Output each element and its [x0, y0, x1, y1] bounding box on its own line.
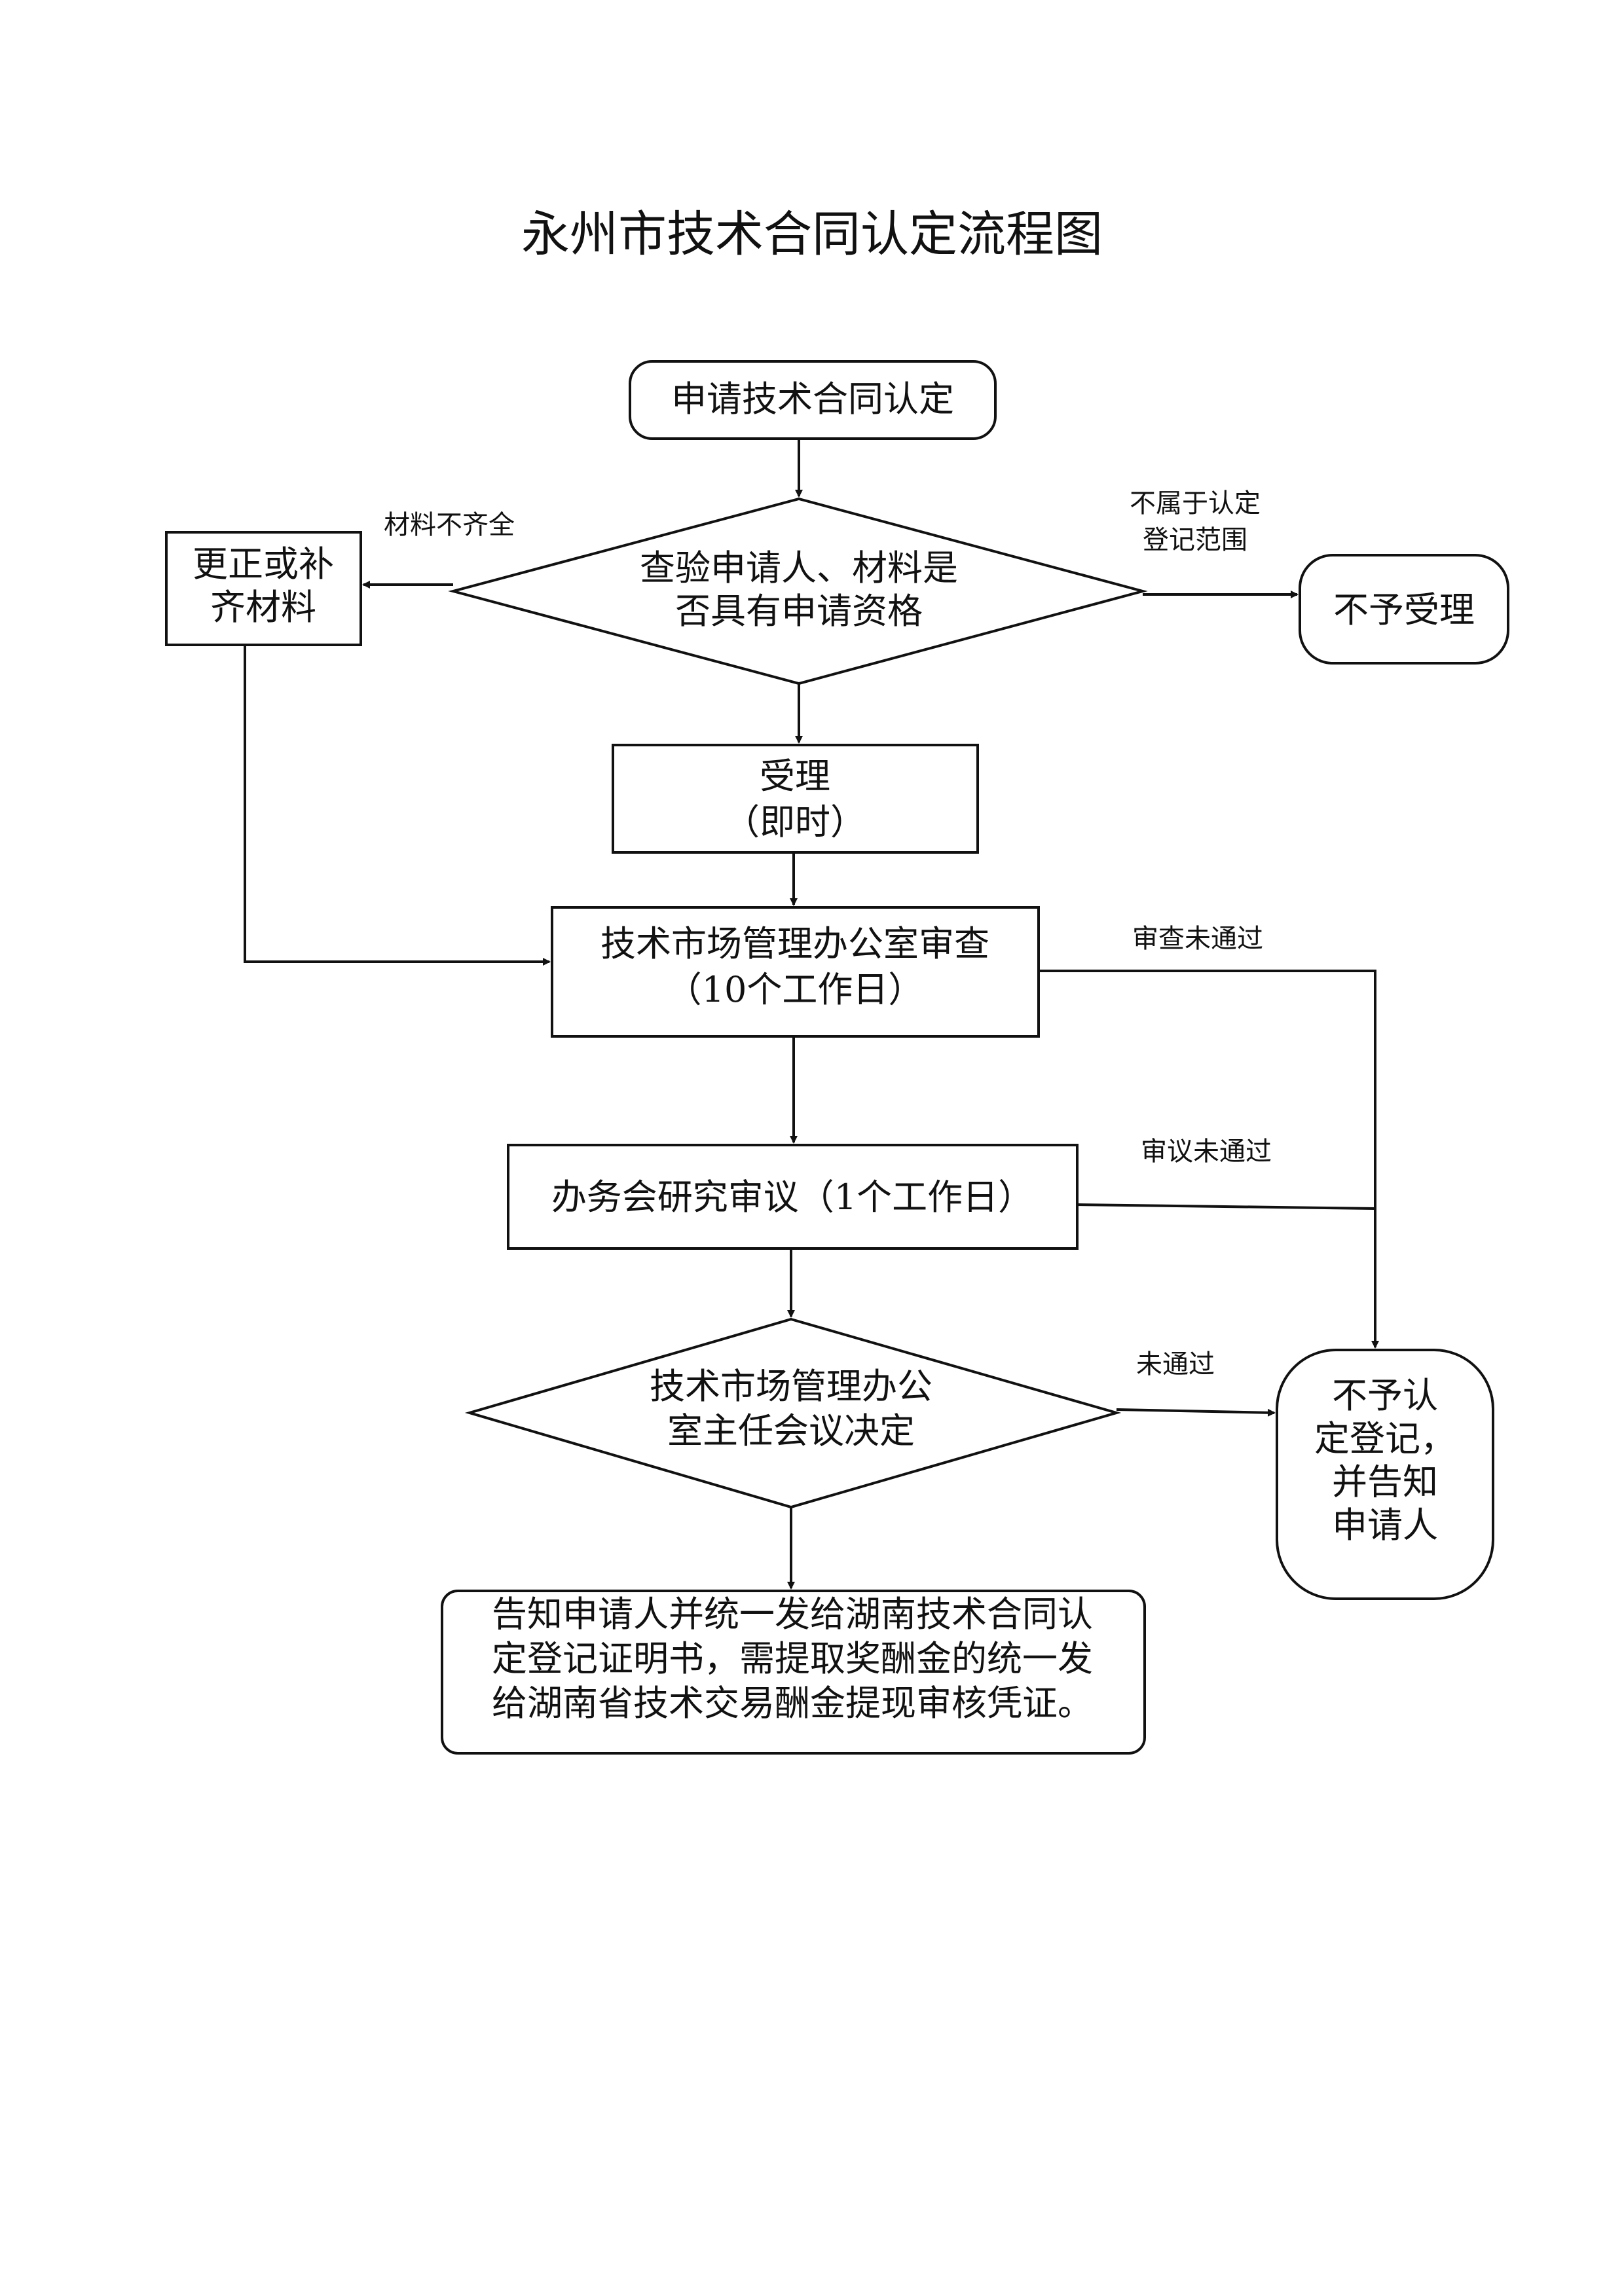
- node-reject-accept-line: 不予受理: [1333, 589, 1475, 630]
- node-check-line: 否具有申请资格: [675, 591, 923, 632]
- svg-text:技术市场管理办公室主任会议决定: 技术市场管理办公室主任会议决定: [650, 1366, 932, 1451]
- edge-label-line: 登记范围: [1143, 525, 1247, 555]
- node-review-line: （10个工作日）: [667, 969, 924, 1010]
- svg-text:未通过: 未通过: [1136, 1349, 1215, 1379]
- edge-label-line: 材料不齐全: [384, 510, 515, 540]
- edge-label-line: 不属于认定: [1130, 488, 1261, 519]
- edge-director-reject: [1116, 1408, 1276, 1417]
- svg-text:不属于认定登记范围: 不属于认定登记范围: [1130, 488, 1261, 555]
- node-reject-register-line: 申请人: [1332, 1504, 1438, 1546]
- edge-label-not-passed: 未通过: [1136, 1349, 1215, 1379]
- svg-text:材料不齐全: 材料不齐全: [384, 510, 515, 540]
- edge-label-meeting-failed: 审议未通过: [1141, 1137, 1272, 1167]
- node-reject-register-shape: [1276, 1349, 1494, 1600]
- node-supplement: 更正或补齐材料: [193, 543, 334, 628]
- svg-text:审查未通过: 审查未通过: [1132, 924, 1263, 954]
- node-reject-register: 不予认定登记，并告知申请人: [1314, 1375, 1456, 1546]
- node-director-line: 技术市场管理办公: [650, 1366, 932, 1407]
- node-accept-line: 受理: [760, 756, 830, 797]
- node-review-line: 技术市场管理办公室审查: [600, 923, 989, 964]
- svg-text:告知申请人并统一发给湖南技术合同认定登记证明书，需提取奖酬金: 告知申请人并统一发给湖南技术合同认定登记证明书，需提取奖酬金的统一发给湖南省技术…: [492, 1594, 1093, 1724]
- node-accept-shape: [612, 744, 979, 854]
- edge-label-line: 未通过: [1136, 1349, 1215, 1379]
- node-check: 查验申请人、材料是否具有申请资格: [640, 547, 958, 632]
- svg-text:查验申请人、材料是否具有申请资格: 查验申请人、材料是否具有申请资格: [640, 547, 958, 632]
- node-notify-line: 定登记证明书，需提取奖酬金的统一发: [492, 1638, 1093, 1679]
- edge-label-incomplete: 材料不齐全: [384, 510, 515, 540]
- edge-label-line: 审议未通过: [1141, 1137, 1272, 1167]
- node-meeting-shape: [507, 1144, 1079, 1250]
- node-review: 技术市场管理办公室审查 （10个工作日）: [600, 923, 989, 1010]
- svg-text:技术市场管理办公室审查（10个工作日）: 技术市场管理办公室审查 （10个工作日）: [600, 923, 989, 1010]
- node-reject-register-line: 不予认: [1332, 1375, 1438, 1416]
- edge-label-out-of-scope: 不属于认定登记范围: [1130, 488, 1261, 555]
- svg-text:不予受理: 不予受理: [1333, 589, 1475, 630]
- node-accept: 受理（即时）: [724, 756, 866, 843]
- node-apply-line: 申请技术合同认定: [671, 378, 954, 420]
- edge-meeting-fail: [1077, 1203, 1376, 1210]
- node-reject-register-line: 并告知: [1332, 1461, 1438, 1503]
- node-notify-line: 告知申请人并统一发给湖南技术合同认: [492, 1594, 1093, 1635]
- svg-text:申请技术合同认定: 申请技术合同认定: [671, 378, 954, 420]
- edge-review-fail: [1039, 970, 1379, 1349]
- node-supplement-shape: [165, 531, 362, 646]
- node-supplement-line: 齐材料: [210, 587, 316, 628]
- node-supplement-line: 更正或补: [193, 543, 334, 585]
- node-director-line: 室主任会议决定: [667, 1410, 915, 1451]
- edge-supplement-review: [244, 645, 551, 966]
- node-check-line: 查验申请人、材料是: [640, 547, 958, 589]
- node-notify-shape: [441, 1590, 1146, 1755]
- edge-label-line: 审查未通过: [1132, 924, 1263, 954]
- node-meeting-line: 办务会研究审议（1个工作日）: [551, 1176, 1033, 1218]
- node-director: 技术市场管理办公室主任会议决定: [650, 1366, 932, 1451]
- diagram-title: 永州市技术合同认定流程图: [521, 206, 1103, 263]
- node-apply-shape: [629, 360, 997, 440]
- node-reject-accept-shape: [1299, 554, 1509, 665]
- node-reject-accept: 不予受理: [1333, 589, 1475, 630]
- node-notify-line: 给湖南省技术交易酬金提现审核凭证。: [492, 1683, 1093, 1724]
- node-accept-line: （即时）: [724, 801, 866, 843]
- node-meeting: 办务会研究审议（1个工作日）: [551, 1176, 1033, 1218]
- svg-text:受理（即时）: 受理（即时）: [724, 756, 866, 843]
- node-apply: 申请技术合同认定: [671, 378, 954, 420]
- node-reject-register-line: 定登记，: [1314, 1418, 1456, 1459]
- svg-text:办务会研究审议（1个工作日）: 办务会研究审议（1个工作日）: [551, 1176, 1033, 1218]
- svg-text:更正或补齐材料: 更正或补齐材料: [193, 543, 334, 628]
- edge-label-review-failed: 审查未通过: [1132, 924, 1263, 954]
- svg-text:审议未通过: 审议未通过: [1141, 1137, 1272, 1167]
- node-notify: 告知申请人并统一发给湖南技术合同认定登记证明书，需提取奖酬金的统一发给湖南省技术…: [492, 1594, 1093, 1724]
- svg-text:不予认定登记，并告知申请人: 不予认定登记，并告知申请人: [1314, 1375, 1456, 1546]
